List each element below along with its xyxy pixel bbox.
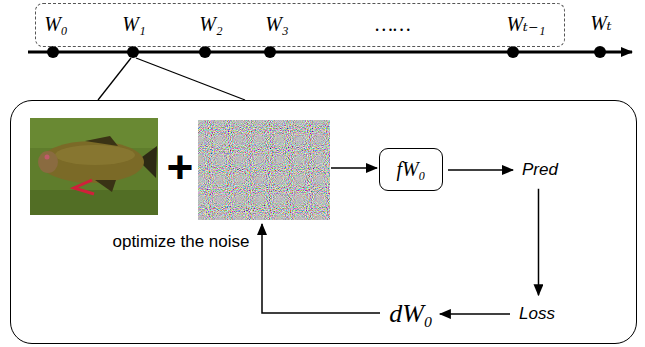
fish-fin	[95, 180, 116, 192]
callout-leader	[98, 58, 131, 100]
fish-fin	[85, 136, 118, 146]
grass-background	[30, 118, 158, 215]
loss-text: Loss	[515, 300, 559, 328]
timeline-dot	[594, 46, 606, 58]
noise-image	[198, 120, 330, 220]
fish-photo	[30, 118, 158, 215]
flow-arrow	[538, 189, 540, 295]
timeline-dot	[127, 46, 139, 58]
callout-leader	[136, 58, 245, 100]
fish-highlight	[55, 145, 135, 165]
timeline-dots	[47, 46, 606, 58]
node-text: W₁	[122, 13, 146, 36]
timeline-dot	[199, 46, 211, 58]
node-text: dW₀	[389, 299, 433, 329]
fish-head	[38, 151, 58, 173]
prediction-text: Pred	[518, 156, 562, 184]
node-text: optimize the noise	[112, 232, 249, 252]
plus-sign: +	[167, 142, 194, 193]
red-tool	[74, 180, 94, 194]
input-arrow	[331, 167, 377, 169]
fish-eye	[45, 155, 50, 160]
time-window-box: W₀ W₁ W₂ W₃ …… Wₜ₋₁	[35, 3, 565, 47]
node-text: ……	[375, 13, 411, 36]
distance-text: dW₀	[387, 297, 435, 331]
model-box: fW₀	[379, 148, 443, 191]
node-text: Pred	[522, 160, 558, 180]
node-text: Loss	[519, 304, 555, 324]
node-text: W₃	[265, 13, 289, 36]
callout-panel: optimize the noise fW₀ PredLoss dW₀	[10, 100, 637, 344]
node-text: W₀	[44, 13, 68, 36]
flow-arrow	[440, 313, 510, 315]
node-text: Wₜ₋₁	[506, 13, 545, 36]
time-step-label: Wₜ	[590, 12, 612, 34]
timeline-axis	[28, 51, 632, 54]
node-text: W₂	[199, 13, 223, 36]
feedback-arrow	[262, 224, 380, 313]
timeline-dot	[507, 46, 519, 58]
flow-arrow	[448, 169, 513, 171]
timeline-dot	[47, 46, 59, 58]
timeline-dot	[264, 46, 276, 58]
node-text: fW₀	[396, 158, 425, 181]
